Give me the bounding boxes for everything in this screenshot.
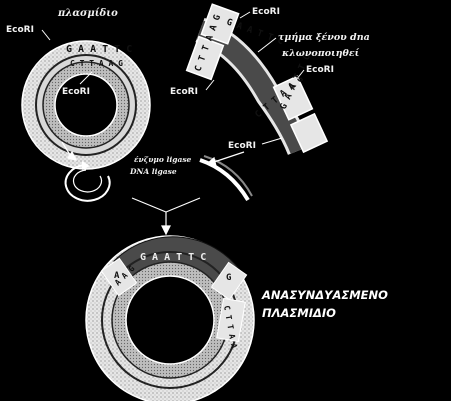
ligase-label-line2: DNA ligase (129, 167, 177, 176)
ecori-label-5: EcoRI (170, 87, 198, 97)
plasmid-label: πλασμίδιο (57, 8, 118, 19)
foreign-dna-fragment (185, 3, 329, 156)
ecori-pointer-6 (261, 137, 283, 145)
ecori-label-4: EcoRI (306, 65, 334, 75)
ecori-pointer-5 (205, 79, 215, 91)
ecori-label-6: EcoRI (228, 141, 256, 151)
opened-plasmid (64, 161, 111, 202)
result-a: A (114, 271, 120, 281)
plasmid-top-seq: G A A T T C (66, 44, 132, 55)
ecori-pointer-1 (41, 29, 51, 41)
foreign-label-line1: τμήμα ξένου dna (278, 32, 370, 43)
flow-arrows (61, 141, 245, 236)
ecori-pointer-2 (79, 71, 93, 85)
ecori-pointer-4 (295, 69, 305, 81)
result-g: G (226, 273, 231, 283)
ecori-label-2: EcoRI (62, 87, 90, 97)
result-seq-top: G A A T T C (140, 252, 206, 263)
foreign-label-pointer (257, 37, 277, 53)
ecori-pointer-3 (239, 11, 251, 19)
recombinant-label-line1: ΑΝΑΣΥΝΔΥΑΣΜΕΝΟ (261, 288, 388, 302)
ecori-label-1: EcoRI (6, 25, 34, 35)
recombinant-label-line2: ΠΛΑΣΜΙΔΙΟ (262, 306, 336, 320)
plasmid-top-left: G A A T T C C T T A A G (21, 40, 151, 170)
plasmid-bottom-seq: C T T A A G (70, 59, 123, 68)
ecori-label-3: EcoRI (252, 7, 280, 17)
foreign-label-line2: κλωνοποιηθεί (281, 48, 360, 59)
foreign-fragment-strand (199, 155, 253, 202)
ligase-label-line1: ένζυμο ligase (134, 155, 192, 164)
recombinant-plasmid (85, 235, 255, 401)
